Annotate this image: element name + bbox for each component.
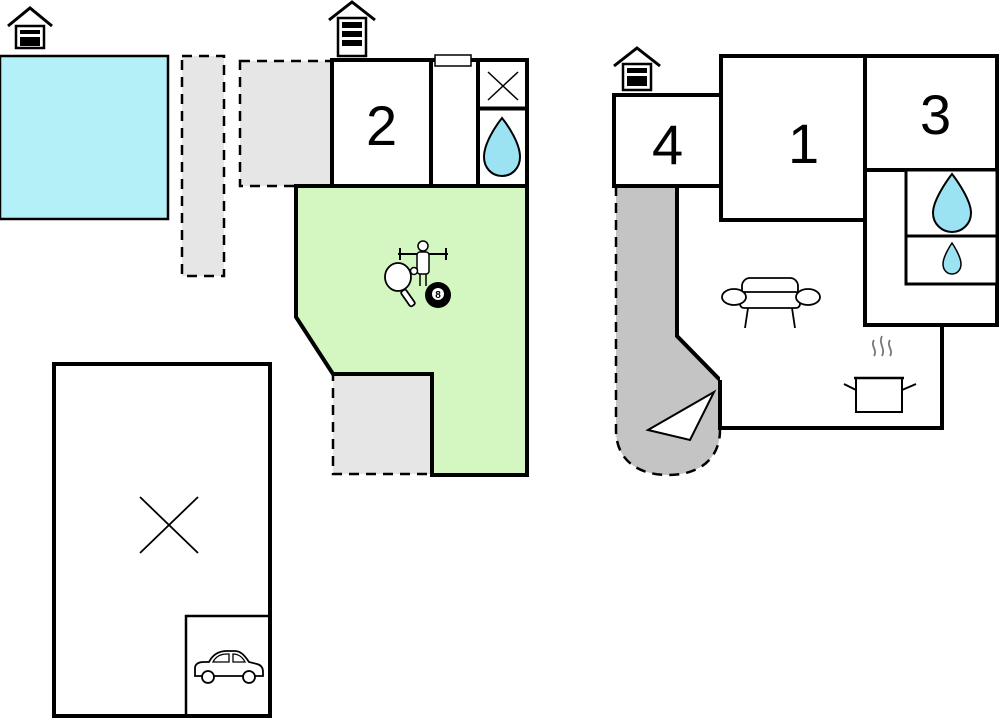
veranda-dashed-outline [614, 186, 722, 477]
water-drop-icon [482, 116, 522, 178]
sofa-icon [721, 277, 821, 329]
svg-text:8: 8 [435, 290, 441, 301]
billiard-ball-icon: 8 [425, 282, 451, 308]
table-tennis-icon [384, 262, 419, 308]
room-number-4: 4 [652, 113, 683, 176]
terrace-upper [238, 59, 334, 188]
unspecified-room-mark [139, 496, 199, 554]
house-icon [7, 6, 53, 50]
game-room [294, 184, 529, 477]
table-football-icon [398, 240, 448, 286]
terrace-lower [331, 372, 434, 476]
water-drop-icon [931, 172, 973, 234]
house-icon [613, 46, 661, 92]
corridor [429, 58, 480, 188]
terrace-strip [180, 54, 226, 278]
room-number-3: 3 [920, 83, 951, 146]
toilet-icon [487, 71, 519, 101]
water-drop-icon [942, 241, 962, 275]
corridor-window [434, 54, 472, 67]
pool [0, 54, 170, 221]
house-icon [328, 0, 376, 58]
bedroom-2 [330, 58, 433, 188]
bedroom-3 [863, 54, 999, 172]
bedroom-1 [719, 54, 867, 222]
bedroom-4 [612, 93, 723, 188]
room-number-1: 1 [788, 112, 819, 175]
cooking-pot-icon [843, 335, 917, 413]
veranda-wall [675, 186, 722, 382]
car-icon [194, 650, 264, 684]
room-number-2: 2 [366, 94, 397, 157]
garage-bay [184, 614, 272, 718]
fireplace-icon [645, 389, 717, 442]
